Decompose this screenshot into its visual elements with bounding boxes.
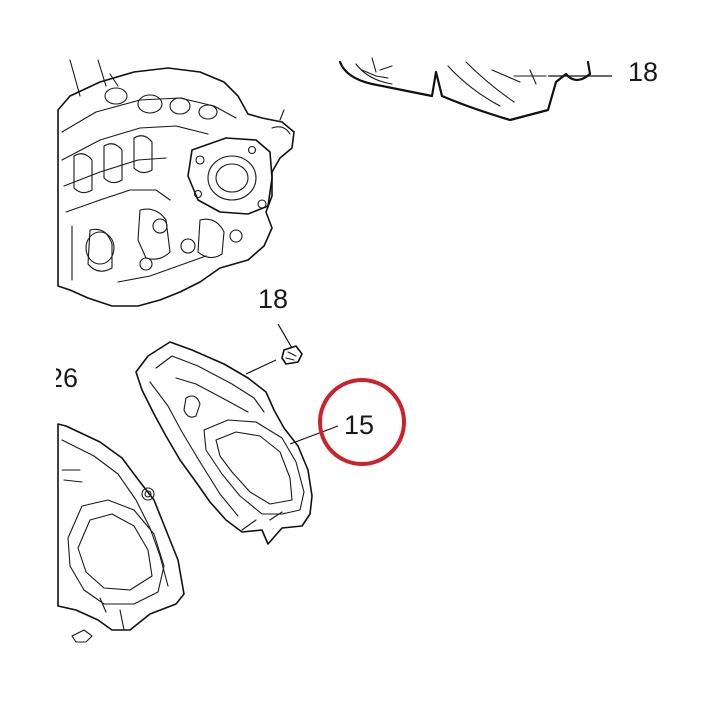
callout-label-bolt: 18 [258,284,288,314]
bolt-part [277,323,303,365]
heat-shield-part [135,341,313,545]
callout-label-top-bracket: 18 [628,57,658,87]
side-cover-part [57,423,185,643]
engine-block-assembly [57,59,295,307]
left-crop-mask [0,360,56,400]
callout-label-heat-shield: 15 [344,410,374,440]
top-bracket-part [338,57,592,122]
highlight-circle [318,378,406,466]
leader-lines [245,75,612,445]
